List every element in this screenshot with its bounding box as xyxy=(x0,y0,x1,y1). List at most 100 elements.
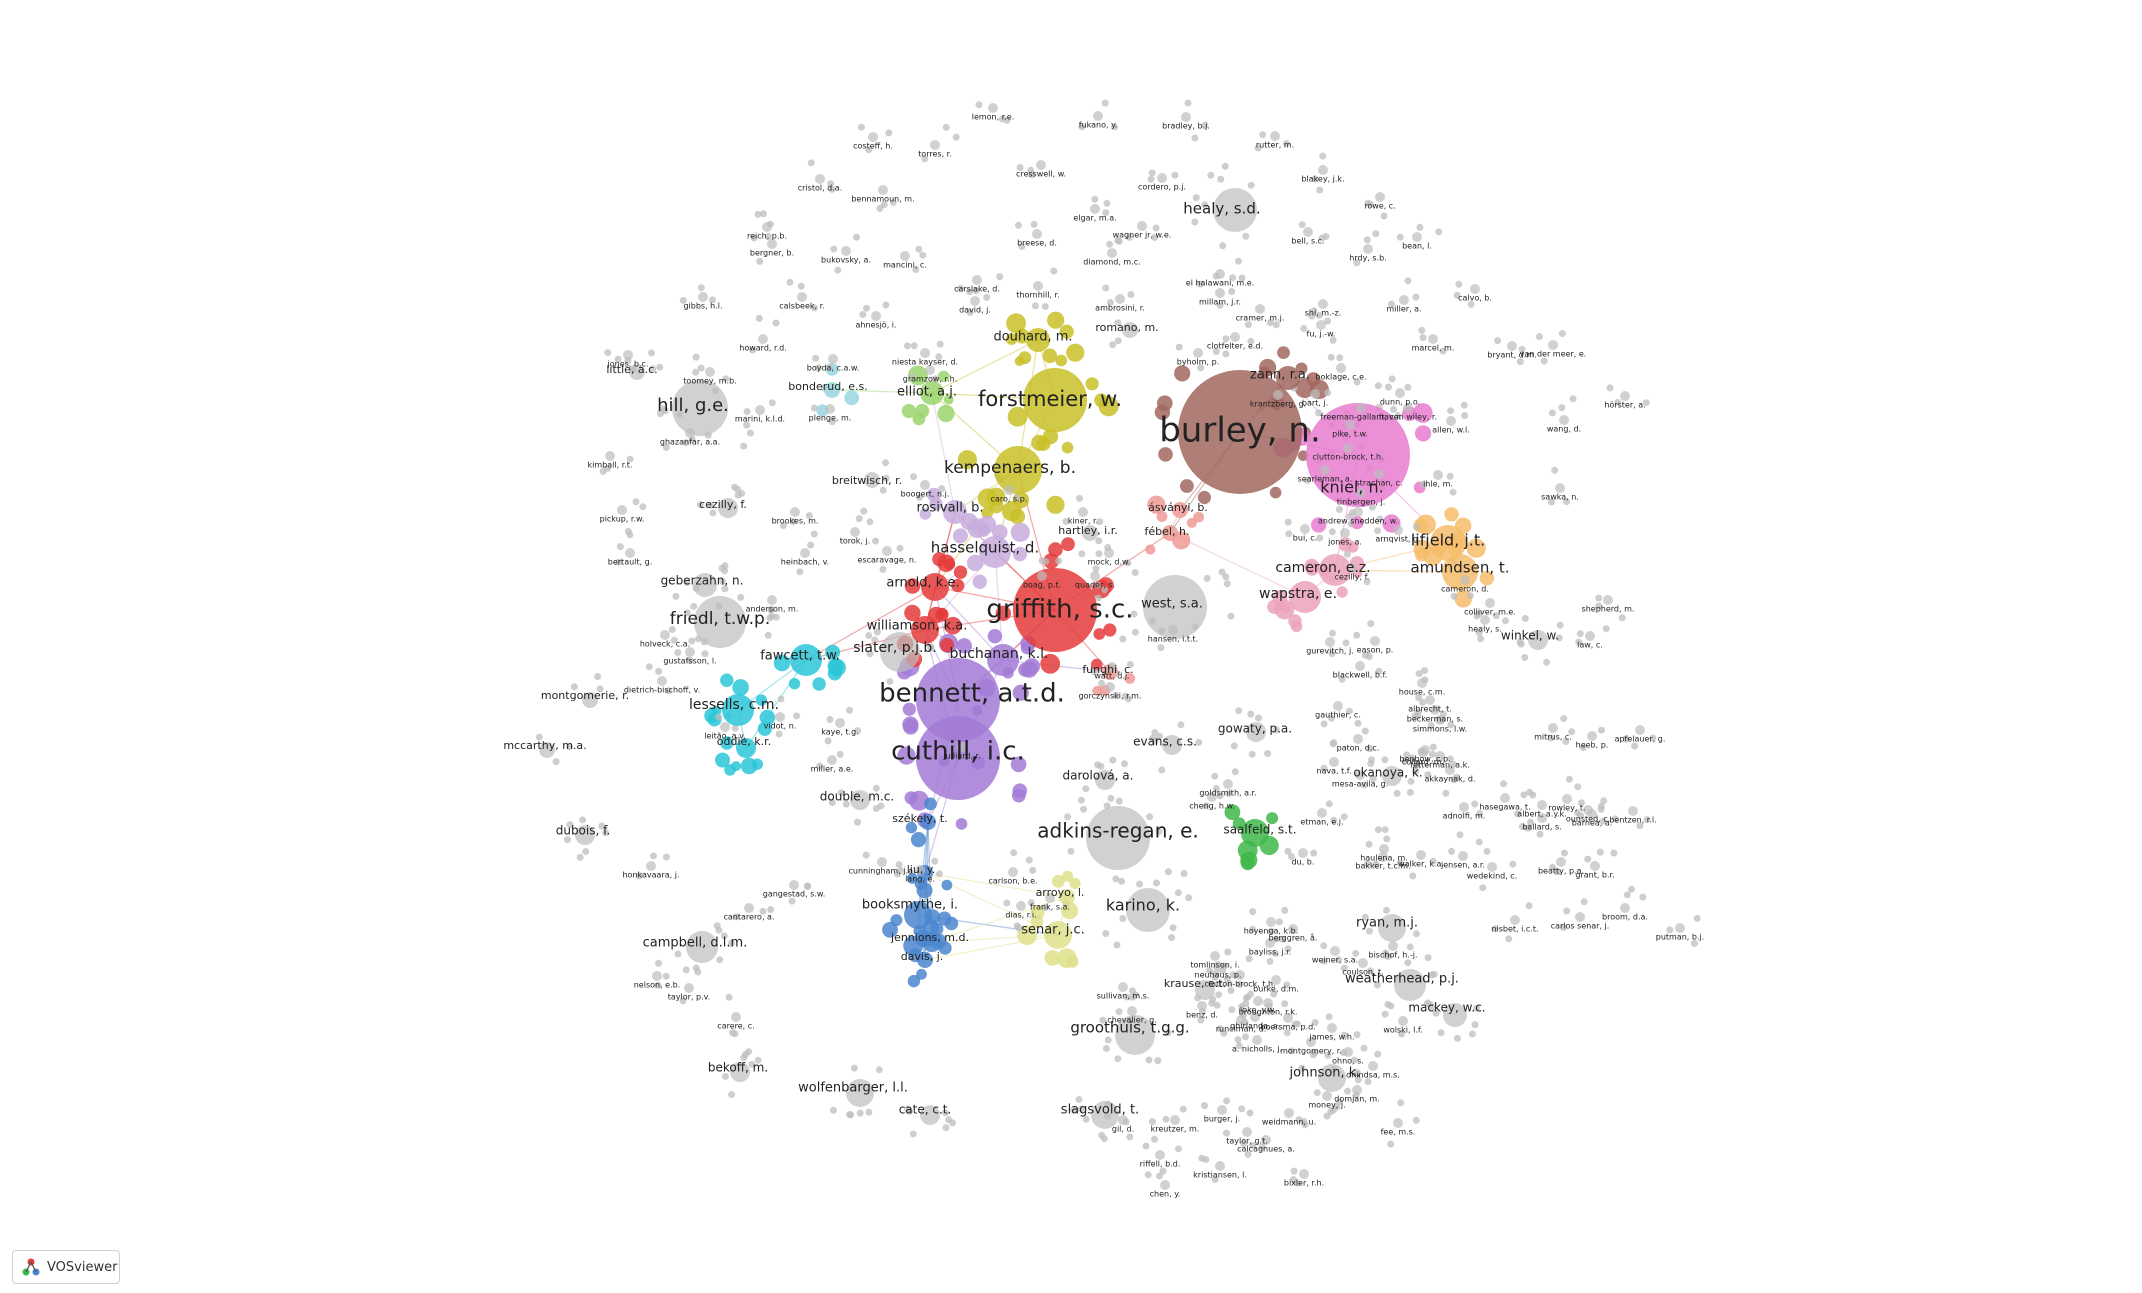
author-node[interactable] xyxy=(1603,595,1613,605)
author-node[interactable] xyxy=(1355,770,1365,780)
author-node[interactable] xyxy=(970,296,980,306)
author-node[interactable] xyxy=(722,694,754,726)
author-node[interactable] xyxy=(1298,848,1308,858)
author-node[interactable] xyxy=(1095,770,1115,790)
author-node[interactable] xyxy=(1340,528,1350,538)
author-node[interactable] xyxy=(1235,970,1245,980)
author-node[interactable] xyxy=(705,367,715,377)
author-node[interactable] xyxy=(1032,229,1042,239)
author-node[interactable] xyxy=(1428,334,1438,344)
author-node[interactable] xyxy=(1215,1161,1225,1171)
author-node[interactable] xyxy=(957,742,967,752)
author-node[interactable] xyxy=(1090,204,1100,214)
author-node[interactable] xyxy=(1107,248,1117,258)
author-node[interactable] xyxy=(1435,751,1445,761)
author-node[interactable] xyxy=(698,292,708,302)
author-node[interactable] xyxy=(1261,1135,1271,1145)
author-node[interactable] xyxy=(1193,348,1203,358)
author-node[interactable] xyxy=(1026,328,1050,352)
author-node[interactable] xyxy=(775,712,785,722)
author-node[interactable] xyxy=(1345,420,1355,430)
author-node[interactable] xyxy=(1118,982,1128,992)
author-node[interactable] xyxy=(920,1105,940,1125)
author-node[interactable] xyxy=(1628,806,1638,816)
author-node[interactable] xyxy=(1322,1091,1332,1101)
author-node[interactable] xyxy=(1303,227,1313,237)
author-node[interactable] xyxy=(1059,889,1075,905)
author-node[interactable] xyxy=(1300,524,1310,534)
author-node[interactable] xyxy=(972,275,982,285)
author-node[interactable] xyxy=(1446,416,1456,426)
author-node[interactable] xyxy=(1033,281,1043,291)
author-node[interactable] xyxy=(1255,304,1265,314)
author-node[interactable] xyxy=(1215,288,1225,298)
author-node[interactable] xyxy=(846,1079,874,1107)
author-node[interactable] xyxy=(1363,244,1373,254)
author-node[interactable] xyxy=(1433,470,1443,480)
author-node[interactable] xyxy=(994,446,1042,494)
author-node[interactable] xyxy=(629,364,645,380)
author-node[interactable] xyxy=(1086,806,1150,870)
author-node[interactable] xyxy=(1299,1169,1309,1179)
author-node[interactable] xyxy=(1178,370,1302,494)
author-node[interactable] xyxy=(657,676,667,686)
author-node[interactable] xyxy=(686,931,718,963)
author-node[interactable] xyxy=(1458,851,1468,861)
author-node[interactable] xyxy=(646,861,656,871)
author-node[interactable] xyxy=(694,596,746,648)
author-node[interactable] xyxy=(1213,961,1223,971)
author-node[interactable] xyxy=(1480,615,1490,625)
author-node[interactable] xyxy=(1306,1037,1316,1047)
author-node[interactable] xyxy=(1460,575,1470,585)
author-node[interactable] xyxy=(652,971,662,981)
author-node[interactable] xyxy=(767,239,777,249)
author-node[interactable] xyxy=(1230,332,1240,342)
author-node[interactable] xyxy=(1273,390,1283,400)
author-node[interactable] xyxy=(841,246,851,256)
author-node[interactable] xyxy=(731,1012,741,1022)
author-node[interactable] xyxy=(920,814,936,830)
author-node[interactable] xyxy=(880,632,920,672)
author-node[interactable] xyxy=(1137,221,1147,231)
author-node[interactable] xyxy=(1023,368,1087,432)
author-node[interactable] xyxy=(1223,779,1233,789)
author-node[interactable] xyxy=(797,292,807,302)
author-node[interactable] xyxy=(1398,1016,1408,1026)
author-node[interactable] xyxy=(1393,525,1403,535)
author-node[interactable] xyxy=(1266,917,1276,927)
author-node[interactable] xyxy=(1395,388,1405,398)
author-node[interactable] xyxy=(1122,322,1138,338)
author-node[interactable] xyxy=(930,140,940,150)
author-node[interactable] xyxy=(1378,914,1406,942)
author-node[interactable] xyxy=(1283,1013,1293,1023)
author-node[interactable] xyxy=(1356,403,1366,413)
author-node[interactable] xyxy=(1548,723,1558,733)
author-node[interactable] xyxy=(1288,924,1298,934)
author-node[interactable] xyxy=(1115,294,1125,304)
author-node[interactable] xyxy=(1253,996,1263,1006)
author-node[interactable] xyxy=(623,350,633,360)
author-node[interactable] xyxy=(1374,469,1384,479)
author-node[interactable] xyxy=(1585,631,1595,641)
author-node[interactable] xyxy=(1443,1003,1467,1027)
author-node[interactable] xyxy=(1004,485,1014,495)
author-node[interactable] xyxy=(1157,173,1167,183)
author-node[interactable] xyxy=(1330,946,1340,956)
author-node[interactable] xyxy=(1537,813,1547,823)
author-node[interactable] xyxy=(718,498,738,518)
author-node[interactable] xyxy=(1343,443,1353,453)
author-node[interactable] xyxy=(1318,299,1328,309)
author-node[interactable] xyxy=(1620,903,1630,913)
author-node[interactable] xyxy=(605,451,615,461)
author-node[interactable] xyxy=(925,365,935,375)
author-node[interactable] xyxy=(1583,805,1593,815)
author-node[interactable] xyxy=(904,901,932,929)
author-node[interactable] xyxy=(868,132,878,142)
author-node[interactable] xyxy=(800,548,810,558)
author-node[interactable] xyxy=(685,428,695,438)
author-node[interactable] xyxy=(1306,403,1410,507)
author-node[interactable] xyxy=(720,722,730,732)
author-node[interactable] xyxy=(864,472,880,488)
author-node[interactable] xyxy=(693,573,717,597)
author-node[interactable] xyxy=(1213,188,1257,232)
